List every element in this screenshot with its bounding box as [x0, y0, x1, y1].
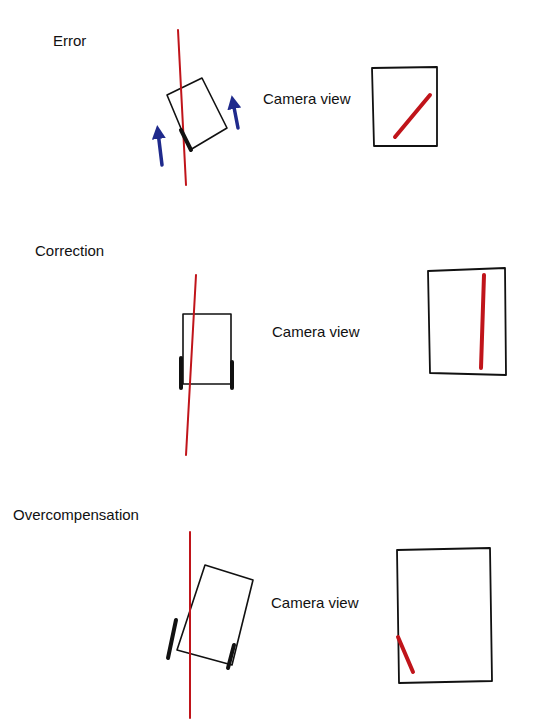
camera-track-line [398, 637, 413, 672]
camera-frame [372, 67, 437, 146]
wheel [228, 645, 234, 668]
wheel [230, 362, 234, 388]
wheel [179, 358, 183, 388]
motion-arrow [233, 102, 238, 128]
track-line [186, 275, 196, 455]
robot-body [177, 565, 253, 665]
track-line [178, 30, 186, 185]
wheel [181, 130, 191, 150]
camera-track-line [481, 275, 484, 368]
section-title: Overcompensation [13, 506, 139, 524]
robot-body [167, 78, 227, 150]
camera-frame [428, 268, 506, 375]
view-label: Camera view [263, 90, 351, 108]
track-line [189, 532, 191, 718]
camera-track-line [395, 95, 430, 137]
camera-frame [397, 548, 492, 683]
section-title: Correction [35, 242, 104, 260]
view-label: Camera view [272, 323, 360, 341]
view-label: Camera view [271, 594, 359, 612]
section-title: Error [53, 32, 86, 50]
motion-arrow [158, 132, 162, 165]
wheel [168, 620, 176, 658]
